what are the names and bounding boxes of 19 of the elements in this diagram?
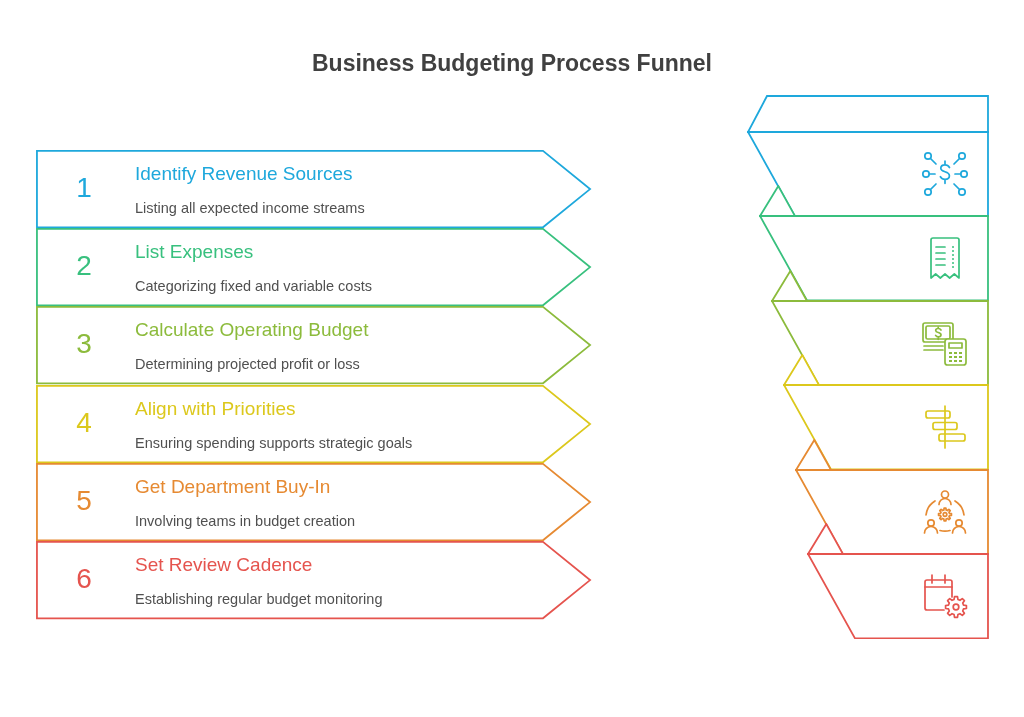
step-title: Calculate Operating Budget [135,319,369,342]
step-description: Involving teams in budget creation [135,512,356,530]
step-description: Ensuring spending supports strategic goals [135,434,413,452]
step-title: List Expenses [135,241,254,264]
step-description: Establishing regular budget monitoring [135,591,383,608]
step-number: 6 [76,562,92,596]
step-description: Categorizing fixed and variable costs [135,278,372,295]
step-description: Listing all expected income streams [135,200,365,217]
step-description: Determining projected profit or loss [135,356,360,374]
step-number: 1 [76,171,92,205]
step-number: 2 [76,250,92,283]
diagram-title: Business Budgeting Process Funnel [312,50,712,77]
step-number: 5 [76,484,92,517]
step-number: 3 [76,328,92,361]
step-number: 4 [76,406,92,439]
step-title: Identify Revenue Sources [135,163,353,185]
step-title: Get Department Buy-In [135,475,331,498]
step-title: Set Review Cadence [135,554,313,576]
step-title: Align with Priorities [135,397,296,420]
